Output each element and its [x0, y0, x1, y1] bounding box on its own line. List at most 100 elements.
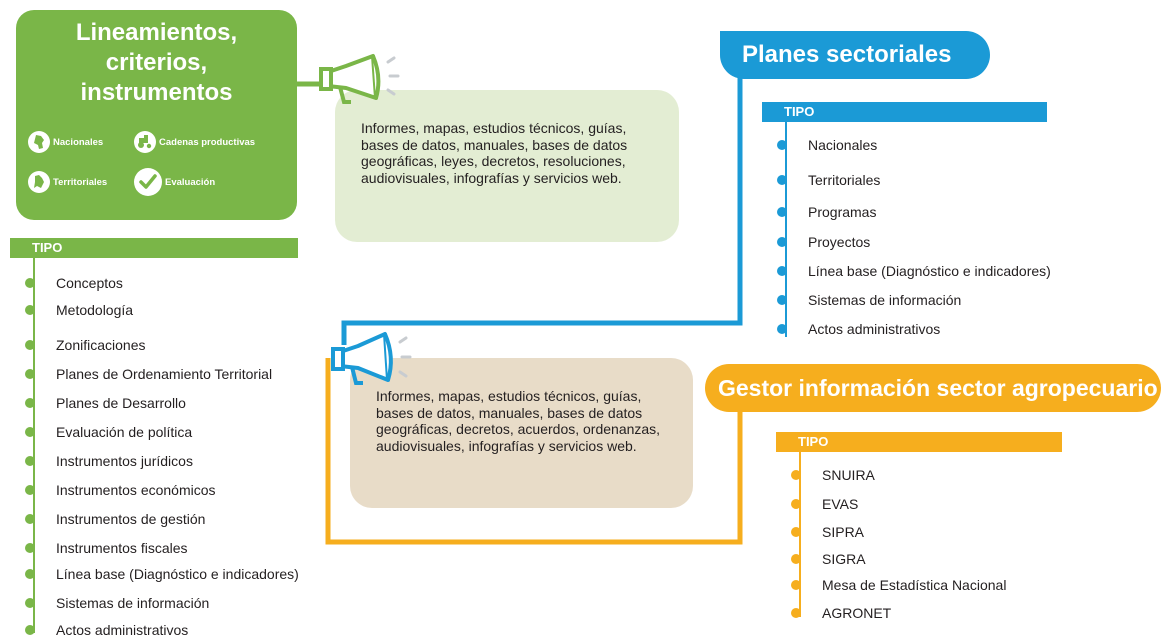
callout-bottom-text: Informes, mapas, estudios técnicos, guía… [376, 388, 661, 454]
list-item: Planes de Ordenamiento Territorial [25, 366, 273, 382]
list-item: Evaluación de política [25, 424, 193, 440]
list-item-label: EVAS [822, 496, 859, 512]
bullet-dot [777, 237, 787, 247]
bullet-dot [25, 427, 35, 437]
category-label: Territoriales [53, 176, 108, 188]
list-item-label: AGRONET [822, 605, 892, 621]
territory-map-icon [28, 171, 50, 193]
callout-bottom: Informes, mapas, estudios técnicos, guía… [350, 358, 693, 508]
bullet-dot [791, 580, 801, 590]
list-item-label: Conceptos [56, 275, 123, 291]
list-item: Sistemas de información [25, 595, 210, 611]
list-item: Línea base (Diagnóstico e indicadores) [25, 566, 299, 582]
list-item: Territoriales [777, 172, 881, 188]
list-item: Proyectos [777, 234, 871, 250]
list-item-label: Instrumentos económicos [56, 482, 216, 498]
bullet-dot [25, 598, 35, 608]
list-item: Actos administrativos [25, 622, 188, 638]
bullet-dot [25, 278, 35, 288]
list-item-label: Planes de Desarrollo [56, 395, 186, 411]
callout-top-text: Informes, mapas, estudios técnicos, guía… [361, 120, 628, 186]
list-item: Programas [777, 204, 877, 220]
bullet-dot [25, 456, 35, 466]
bullet-dot [791, 499, 801, 509]
bullet-dot [25, 305, 35, 315]
category-evaluacion: Evaluación [134, 168, 215, 196]
planes-list-line [785, 122, 787, 337]
category-label: Evaluación [165, 176, 216, 188]
bullet-dot [777, 324, 787, 334]
list-item: Instrumentos jurídicos [25, 453, 193, 469]
list-item-label: Instrumentos jurídicos [56, 453, 193, 469]
list-item: SIGRA [791, 551, 866, 567]
list-item-label: Planes de Ordenamiento Territorial [56, 366, 273, 382]
list-item-label: Instrumentos fiscales [56, 540, 188, 556]
list-item-label: Nacionales [808, 137, 878, 153]
gestor-title: Gestor información sector agropecuario [705, 364, 1161, 412]
list-item-label: Sistemas de información [808, 292, 962, 308]
tractor-icon [134, 131, 156, 153]
bullet-dot [25, 369, 35, 379]
list-item: Planes de Desarrollo [25, 395, 186, 411]
list-item: Zonificaciones [25, 337, 146, 353]
category-nacionales: Nacionales [28, 131, 103, 153]
list-item: Metodología [25, 302, 134, 318]
list-item-label: Territoriales [808, 172, 881, 188]
gestor-tipo-header: TIPO [776, 432, 1062, 452]
lineamientos-title: Lineamientos, criterios, instrumentos [75, 19, 238, 106]
list-item-label: Programas [808, 204, 877, 220]
bullet-dot [25, 514, 35, 524]
list-item: Línea base (Diagnóstico e indicadores) [777, 263, 1051, 279]
bullet-dot [777, 207, 787, 217]
bullet-dot [25, 543, 35, 553]
list-item-label: Metodología [56, 302, 134, 318]
list-item-label: Evaluación de política [56, 424, 193, 440]
list-item: Instrumentos económicos [25, 482, 216, 498]
bullet-dot [791, 470, 801, 480]
bullet-dot [791, 527, 801, 537]
bullet-dot [25, 398, 35, 408]
category-territoriales: Territoriales [28, 171, 107, 193]
list-item: Nacionales [777, 137, 878, 153]
list-item: Actos administrativos [777, 321, 941, 337]
list-item-label: SNUIRA [822, 467, 875, 483]
list-item: Sistemas de información [777, 292, 962, 308]
list-item-label: Línea base (Diagnóstico e indicadores) [808, 263, 1051, 279]
bullet-dot [25, 569, 35, 579]
bullet-dot [791, 608, 801, 618]
list-item-label: Línea base (Diagnóstico e indicadores) [56, 566, 299, 582]
bullet-dot [777, 140, 787, 150]
megaphone-icon [330, 328, 425, 393]
list-item: Mesa de Estadística Nacional [791, 577, 1007, 593]
list-item-label: Instrumentos de gestión [56, 511, 206, 527]
list-item-label: SIPRA [822, 524, 865, 540]
list-item-label: Mesa de Estadística Nacional [822, 577, 1007, 593]
list-item: AGRONET [791, 605, 892, 621]
bullet-dot [777, 266, 787, 276]
list-item-label: Zonificaciones [56, 337, 146, 353]
list-item: EVAS [791, 496, 859, 512]
left-tipo-header: TIPO [10, 238, 298, 258]
list-item-label: SIGRA [822, 551, 866, 567]
bullet-dot [25, 340, 35, 350]
category-cadenas: Cadenas productivas [134, 131, 255, 153]
blue-connector [341, 70, 743, 345]
callout-top: Informes, mapas, estudios técnicos, guía… [335, 90, 679, 242]
category-label: Nacionales [53, 136, 104, 148]
colombia-map-icon [28, 131, 50, 153]
category-label: Cadenas productivas [159, 136, 256, 148]
checkmark-icon [134, 168, 162, 196]
list-item: Instrumentos fiscales [25, 540, 188, 556]
list-item-label: Proyectos [808, 234, 871, 250]
bullet-dot [777, 295, 787, 305]
list-item: Conceptos [25, 275, 123, 291]
list-item-label: Sistemas de información [56, 595, 210, 611]
bullet-dot [25, 625, 35, 635]
bullet-dot [25, 485, 35, 495]
list-item: SNUIRA [791, 467, 875, 483]
list-item: Instrumentos de gestión [25, 511, 206, 527]
list-item-label: Actos administrativos [808, 321, 941, 337]
planes-title: Planes sectoriales [720, 31, 990, 79]
left-list-line [33, 258, 35, 633]
